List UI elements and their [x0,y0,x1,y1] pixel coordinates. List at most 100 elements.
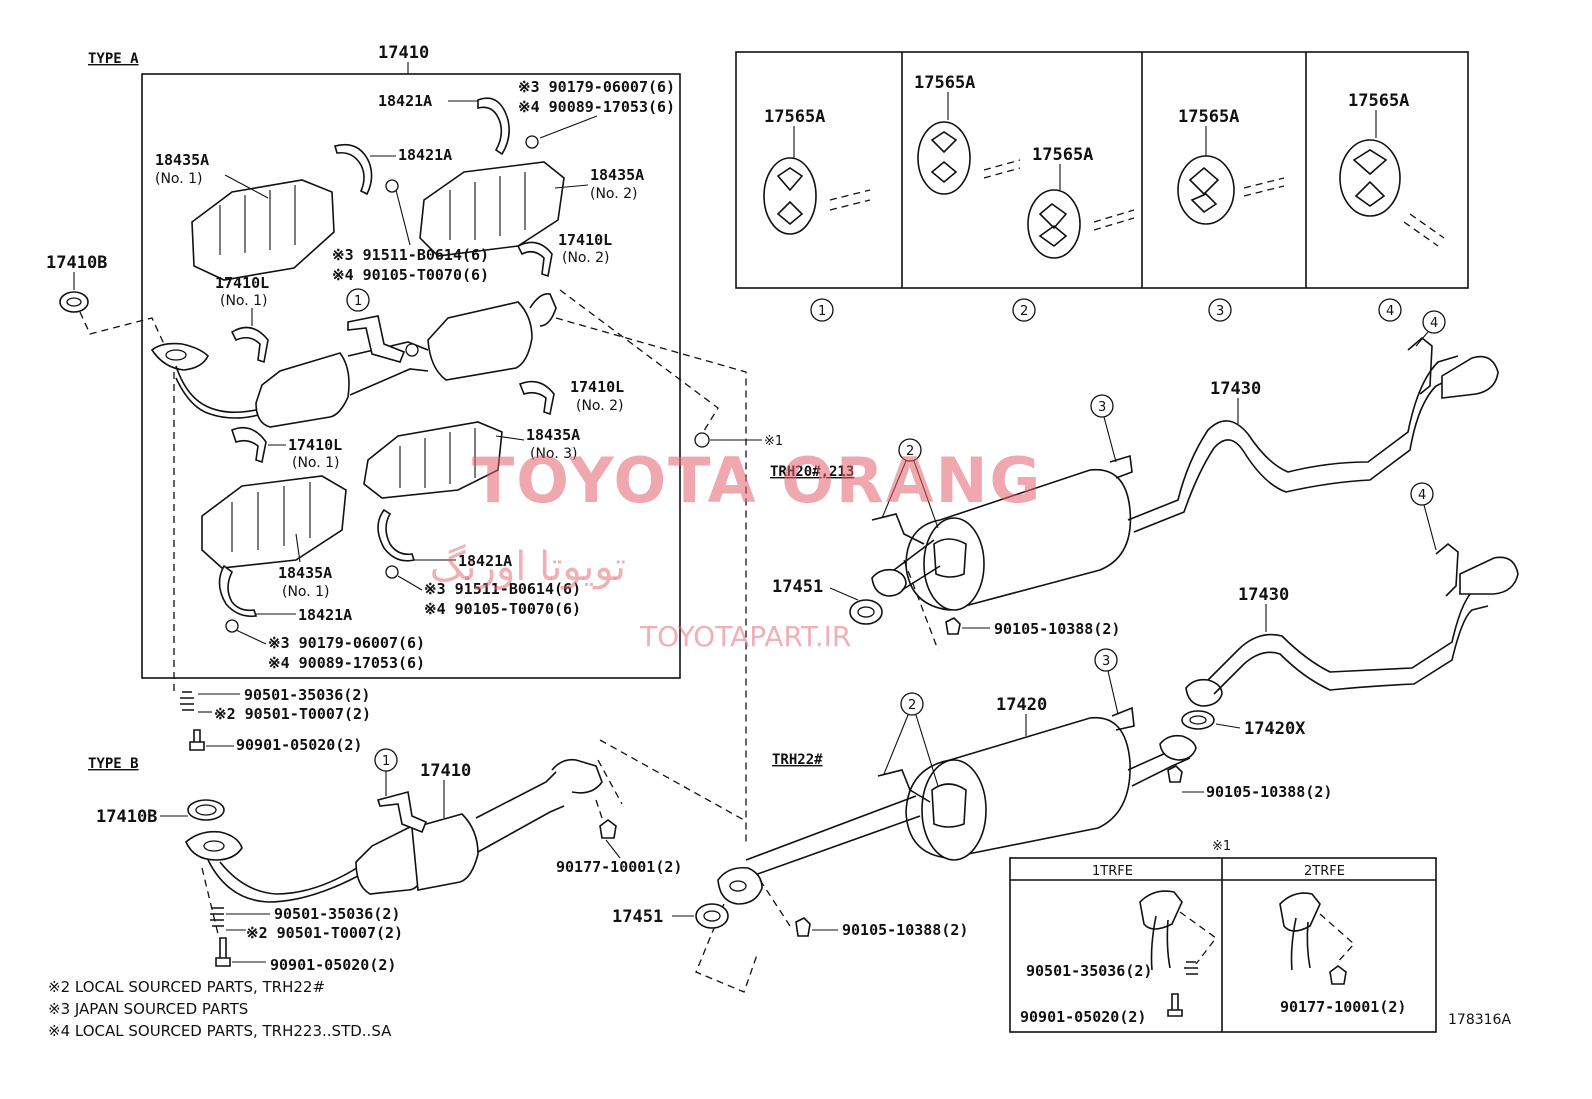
note-bot-1: ※3 90179-06007(6) [268,634,425,652]
trh22-c4-text: 4 [1418,488,1426,503]
heat-shield-no2 [419,161,565,257]
muffler-trh20 [871,336,1499,611]
type-b-header: TYPE B [88,756,139,772]
panel1-num-circle [810,298,834,322]
label-18435A-no3-sub: (No. 3) [530,446,578,462]
trh20-bolt: 90105-10388(2) [994,620,1120,638]
trh20-c3 [1090,394,1114,418]
leader [605,839,621,859]
type-a-main-part: 17410 [378,43,429,63]
detail-c1-bolt1: 90501-35036(2) [1026,962,1152,980]
label-18421A-top: 18421A [378,92,432,110]
dash-guide [903,559,939,651]
dash-guide [1179,911,1217,965]
label-18435A-no1: 18435A [155,151,209,169]
panel3-num-circle [1208,298,1232,322]
detail-title: ※1 [1212,839,1231,854]
heat-shield-no3 [363,421,503,499]
trh20-gasket: 17451 [772,577,823,597]
spring-icon [180,691,194,711]
type-a-bolts2: ※2 90501-T0007(2) [214,705,371,723]
rod-icon [1093,209,1135,231]
hanger-panel4-label: 17565A [1348,91,1409,111]
bolt-icon [189,729,205,751]
leader [1107,670,1119,715]
leader [881,460,907,519]
label-17410L-no1a-sub: (No. 1) [220,293,268,309]
note-top-1: ※3 90179-06007(6) [518,78,675,96]
label-17410L-no1a: 17410L [215,274,269,292]
detail-c2-nut: 90177-10001(2) [1280,998,1406,1016]
note-bot-2: ※4 90089-17053(6) [268,654,425,672]
bolt-icon [215,937,231,967]
rod-icon [829,189,871,211]
panel2-num: 2 [1020,304,1028,319]
label-17410L-no2a: 17410L [558,231,612,249]
leader [915,714,939,787]
watermark-line1: TOYOTA ORANG [472,444,1042,517]
label-17410L-no2b-sub: (No. 2) [576,398,624,414]
note-mid-1: ※3 91511-B0614(6) [332,246,489,264]
rod-icon [1403,213,1445,247]
trh22-c2-text: 2 [908,698,916,713]
leader [1215,723,1241,729]
clamp-18421A-low2 [218,564,258,633]
bracket-icon [1111,706,1135,731]
label-18435A-no1b-sub: (No. 1) [282,584,330,600]
bracket-17410L-no1-mid [231,426,267,464]
trh22-c3 [1094,648,1118,672]
hanger-panel2-label1: 17565A [914,73,975,93]
spring-icon [210,907,224,927]
note-low-2: ※4 90105-T0070(6) [424,600,581,618]
bolt-icon [795,917,811,937]
clamp-18421A-top [477,97,539,156]
trh22-c3-text: 3 [1102,654,1110,669]
leader [495,435,525,441]
label-17410L-no1b-sub: (No. 1) [292,455,340,471]
trh22-bolt1: 90105-10388(2) [1206,783,1332,801]
hanger-panel1-label: 17565A [764,107,825,127]
label-18421A-low1: 18421A [458,552,512,570]
dash-guide [595,739,745,831]
nut-star1 [694,432,710,448]
muffler-trh22 [717,542,1519,905]
dash-guide [1319,913,1355,965]
callout-1-type-a-text: 1 [354,294,362,309]
trh22-c2 [900,692,924,716]
type-a-header: TYPE A [88,51,139,67]
dash-guide [79,311,165,345]
panel4-num: 4 [1386,304,1394,319]
trh20-tail: 17430 [1210,379,1261,399]
clamp-18421A-mid [334,143,399,196]
bracket-17410L-no2-mid [518,380,555,416]
leader [235,629,267,645]
hangers-table [735,51,1469,289]
detail-c1-bolt2: 90901-05020(2) [1020,1008,1146,1026]
leader [829,587,859,601]
label-18435A-no2-sub: (No. 2) [590,186,638,202]
label-18435A-no1-sub: (No. 1) [155,171,203,187]
leader [397,575,423,591]
gasket-hole [66,297,82,307]
bracket-17410L-no1-top [230,326,269,364]
type-a-box [141,73,681,679]
label-17410L-no2b: 17410L [570,378,624,396]
hanger-panel2-label2: 17565A [1032,145,1093,165]
clamp-18421A-low1 [377,508,416,579]
note-4: ※4 LOCAL SOURCED PARTS, TRH223..STD..SA [48,1022,392,1040]
type-a-bolts1: 90501-35036(2) [244,686,370,704]
label-18421A-mid: 18421A [398,146,452,164]
drawing-id: 178316A [1448,1012,1511,1028]
hanger-panel3-label: 17565A [1178,107,1239,127]
label-17410L-no1b: 17410L [288,436,342,454]
trh20-c3-text: 3 [1098,400,1106,415]
trh20-header: TRH20#,213 [770,464,854,480]
leader [1103,416,1117,463]
dash-guide [555,317,747,842]
leader [883,714,909,775]
note-top-2: ※4 90089-17053(6) [518,98,675,116]
bracket-icon [1109,454,1133,479]
leader [913,460,939,529]
